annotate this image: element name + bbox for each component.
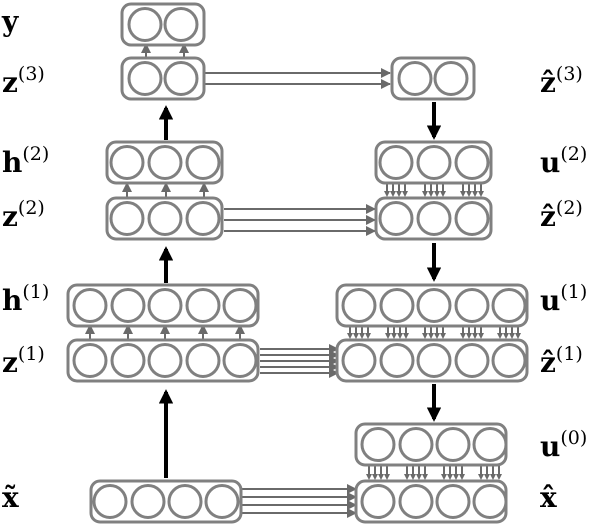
decoder-arrowhead-icon [396,191,402,197]
layer-u0 [354,422,508,467]
decoder-arrowhead-icon [466,191,472,197]
decoder-arrowhead-icon [515,333,521,339]
decoder-arrowhead-icon [422,191,428,197]
decoder-arrowhead-icon [484,474,490,480]
decoder-arrowhead-icon [410,474,416,480]
decoder-arrowhead-icon [478,333,484,339]
label-h2: h(2) [2,143,49,179]
layer-z2-hat [374,196,493,241]
decoder-arrowhead-icon [372,474,378,480]
decoder-arrowhead-icon [478,474,484,480]
label-z2: z(2) [2,197,45,233]
label-x-hat: x̂ [540,481,557,514]
decoder-arrowhead-icon [390,191,396,197]
layer-z1-hat [335,338,529,383]
decoder-arrowhead-icon [404,474,410,480]
label-y: y [1,5,19,38]
decoder-arrowhead-icon [384,191,390,197]
decoder-arrowhead-icon [366,474,372,480]
decoder-arrowhead-icon [428,333,434,339]
decoder-small-arrows [347,183,521,480]
decoder-arrowhead-icon [385,333,391,339]
label-z1: z(1) [2,343,45,379]
decoder-arrowhead-icon [440,191,446,197]
decoder-arrowhead-icon [403,333,409,339]
decoder-arrowhead-icon [440,333,446,339]
decoder-arrowhead-icon [447,474,453,480]
layer-h1 [66,283,260,328]
decoder-arrowhead-icon [422,474,428,480]
decoder-arrowhead-icon [359,333,365,339]
layer-u2 [374,140,493,185]
decoder-arrowhead-icon [441,474,447,480]
decoder-arrowhead-icon [391,333,397,339]
decoder-arrowhead-icon [478,191,484,197]
decoder-arrowhead-icon [497,333,503,339]
decoder-arrowhead-icon [490,474,496,480]
decoder-arrowhead-icon [416,474,422,480]
decoder-arrowhead-icon [365,333,371,339]
decoder-arrowhead-icon [460,333,466,339]
decoder-arrowhead-icon [428,191,434,197]
label-h1: h(1) [2,281,49,317]
layer-x-tilde [89,479,243,524]
decoder-arrowhead-icon [509,333,515,339]
layer-z1 [66,338,260,383]
decoder-arrowhead-icon [397,333,403,339]
layer-z3 [120,56,206,101]
decoder-arrowhead-icon [347,333,353,339]
label-z2-hat: ẑ(2) [540,197,583,233]
main-arrows [158,102,442,478]
decoder-arrowhead-icon [503,333,509,339]
layer-h2 [105,140,224,185]
label-u0: u(0) [540,427,587,463]
label-z3: z(3) [2,63,45,99]
label-u2: u(2) [540,143,587,179]
decoder-arrowhead-icon [472,333,478,339]
decoder-arrowhead-icon [496,474,502,480]
decoder-arrowhead-icon [434,333,440,339]
decoder-arrowhead-icon [459,474,465,480]
label-u1: u(1) [540,281,587,317]
decoder-arrowhead-icon [353,333,359,339]
layer-x-hat [354,479,508,524]
decoder-arrowhead-icon [434,191,440,197]
label-z1-hat: ẑ(1) [540,343,583,379]
decoder-arrowhead-icon [378,474,384,480]
label-x-tilde: x̃ [2,481,19,514]
lateral-connections [205,68,391,518]
label-z3-hat: ẑ(3) [540,63,583,99]
decoder-arrowhead-icon [422,333,428,339]
layer-z2 [105,196,224,241]
decoder-arrowhead-icon [466,333,472,339]
decoder-arrowhead-icon [453,474,459,480]
layer-z3-hat [390,56,476,101]
decoder-arrowhead-icon [402,191,408,197]
layer-y [120,2,206,47]
decoder-arrowhead-icon [460,191,466,197]
decoder-arrowhead-icon [384,474,390,480]
layer-u1 [335,283,529,328]
decoder-arrowhead-icon [472,191,478,197]
